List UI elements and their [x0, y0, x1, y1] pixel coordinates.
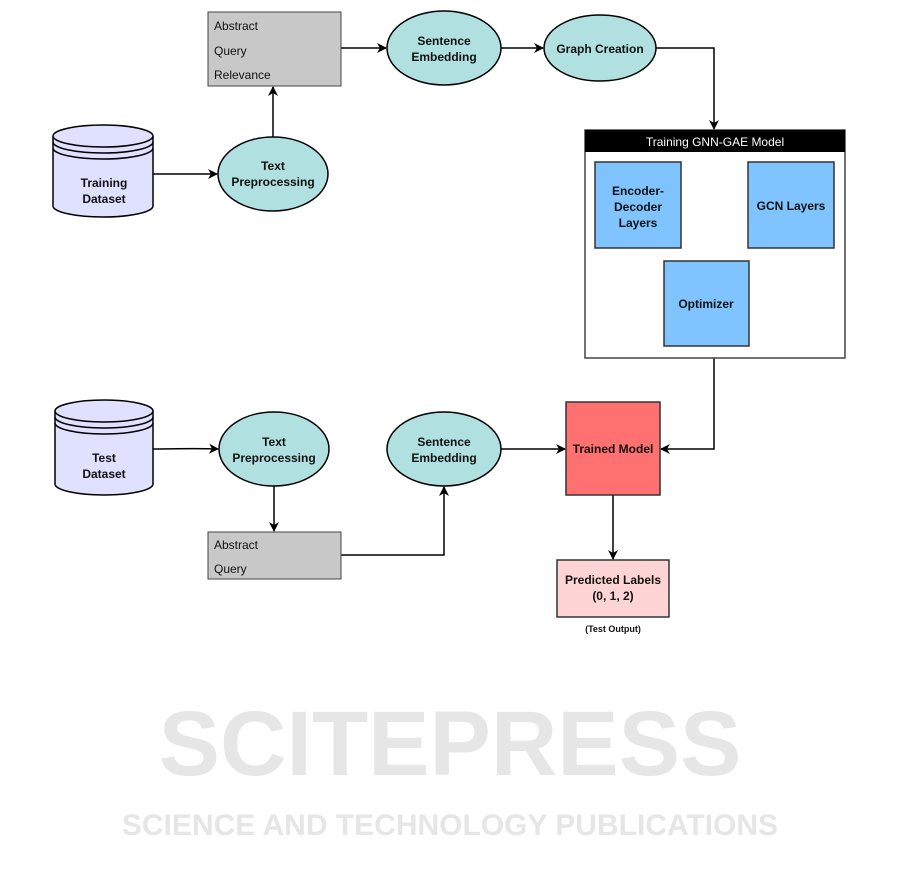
feature-relevance: Relevance	[214, 68, 271, 82]
label: Embedding	[411, 451, 476, 465]
label: Text	[262, 435, 286, 449]
test-output-caption: (Test Output)	[585, 624, 641, 634]
feature-abstract: Abstract	[214, 19, 259, 33]
text-preprocessing-train: Text Preprocessing	[217, 136, 329, 212]
label: Encoder-	[612, 184, 664, 198]
label: (0, 1, 2)	[592, 589, 633, 603]
watermark: SCITEPRESS SCIENCE AND TECHNOLOGY PUBLIC…	[122, 693, 778, 842]
feature-query: Query	[214, 44, 247, 58]
trained-model-box: Trained Model	[565, 401, 661, 496]
label: Layers	[619, 216, 658, 230]
label: Predicted Labels	[565, 573, 661, 587]
train-features-box: Abstract Query Relevance	[207, 11, 342, 87]
label: Optimizer	[678, 297, 734, 311]
test-dataset-cylinder: Test Dataset	[54, 399, 154, 496]
graph-creation: Graph Creation	[543, 14, 657, 82]
label: Preprocessing	[232, 451, 315, 465]
label: GCN Layers	[757, 199, 826, 213]
sentence-embedding-test: Sentence Embedding	[386, 411, 502, 487]
label: Text	[261, 159, 285, 173]
watermark-title: SCITEPRESS	[159, 693, 742, 795]
label: Embedding	[411, 50, 476, 64]
training-dataset-label: Training	[81, 176, 128, 190]
training-dataset-label-2: Dataset	[82, 192, 125, 206]
label: Test	[92, 451, 116, 465]
label: Graph Creation	[556, 42, 643, 56]
label: Decoder	[614, 200, 662, 214]
test-features-box: Abstract Query	[207, 531, 342, 580]
label: Trained Model	[573, 442, 654, 456]
text-preprocessing-test: Text Preprocessing	[218, 411, 330, 487]
encoder-decoder-box	[594, 161, 682, 249]
training-model-container: Training GNN-GAE Model Encoder- Decoder …	[584, 129, 846, 359]
watermark-subtitle: SCIENCE AND TECHNOLOGY PUBLICATIONS	[122, 809, 778, 842]
label: Dataset	[82, 467, 125, 481]
label: Sentence	[417, 435, 471, 449]
label: Sentence	[417, 34, 471, 48]
model-title: Training GNN-GAE Model	[646, 135, 784, 149]
feature-query: Query	[214, 562, 247, 576]
feature-abstract: Abstract	[214, 538, 259, 552]
sentence-embedding-train: Sentence Embedding	[386, 10, 502, 86]
gcn-layers-box	[747, 161, 835, 249]
label: Preprocessing	[231, 175, 314, 189]
predicted-labels-box: Predicted Labels (0, 1, 2) (Test Output)	[556, 559, 670, 634]
training-dataset-cylinder: Training Dataset	[52, 124, 154, 218]
optimizer-box	[663, 260, 750, 347]
